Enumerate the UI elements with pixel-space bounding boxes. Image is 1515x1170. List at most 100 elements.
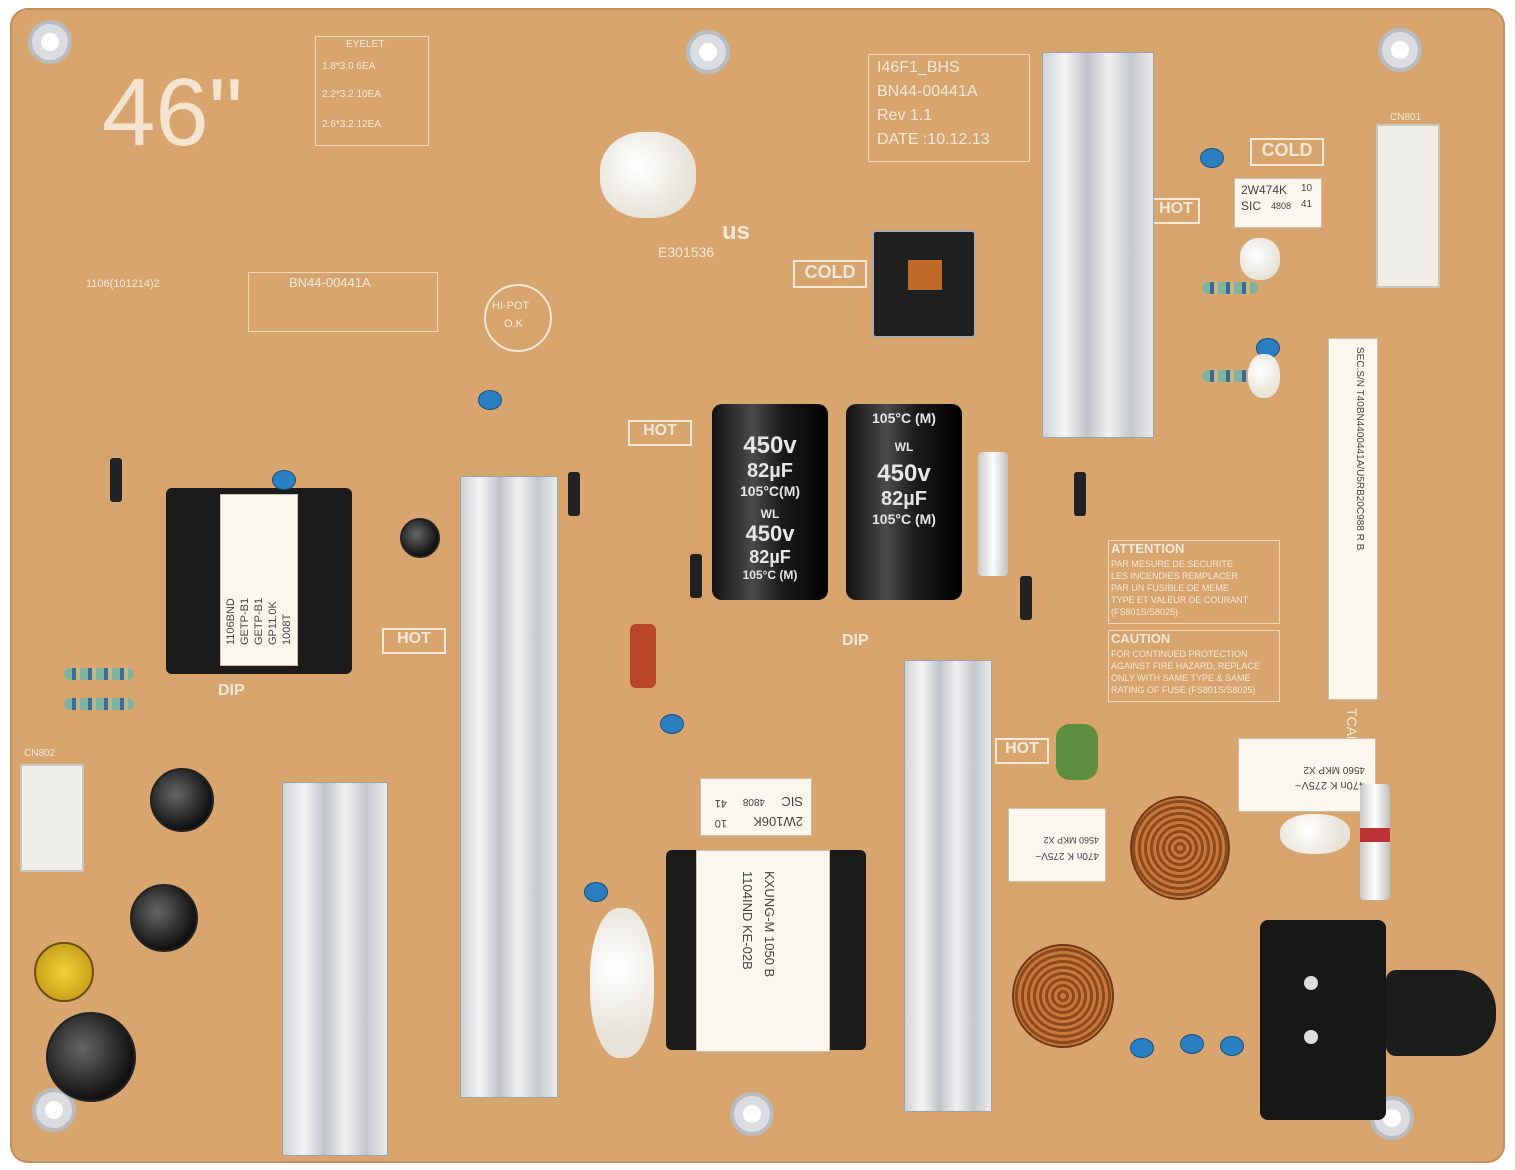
diode [568,472,580,516]
common-mode-choke-2 [1012,944,1114,1048]
model-line: DATE :10.12.13 [877,131,990,148]
transformer-left-text: 1008T [281,613,293,645]
cap2-line: WL [894,440,914,454]
ceramic-capacitor [272,470,296,490]
mounting-hole-top-right [1378,28,1422,72]
ac-pin [1304,976,1318,990]
bulk-capacitor-2: 105°C (M) WL 450v 82µF 105°C (M) [846,404,962,600]
xcap-top-line: 2W474K [1241,183,1288,197]
caution-title: CAUTION [1111,631,1171,646]
heatsink-center-left [460,476,558,1098]
ceramic-capacitor [1200,148,1224,168]
dip-label-left: DIP [218,682,245,699]
xcap-right-1: 470n K 275V~ 4560 MKP X2 [1008,808,1106,882]
caution-line: ONLY WITH SAME TYPE & SAME [1111,673,1251,683]
fuse-band [1360,828,1390,842]
caution-line: RATING OF FUSE (FS801S/S8025) [1111,685,1256,695]
cap1-line: 82µF [749,547,791,567]
eyelet-title: EYELET [346,39,385,50]
serial-text: SEC.S/N T40BN4400441A/U5RB20C988 R B [1354,347,1365,551]
hot-label-left: HOT [382,628,446,654]
model-line: BN44-00441A [877,83,978,100]
attention-line: (FS801S/S8025) [1111,607,1179,617]
film-capacitor [630,624,656,688]
heatsink-center-right [904,660,992,1112]
model-line: I46F1_BHS [877,59,960,76]
caution-line: FOR CONTINUED PROTECTION [1111,649,1248,659]
glue-blob [600,132,696,218]
dip-label-mid: DIP [842,632,869,649]
glue-blob [1248,354,1280,398]
cap1-line: 450v [745,521,795,546]
model-small: BN44-00441A [289,275,371,290]
hipot-circle: HI-POT O.K [484,284,552,352]
cap1-line: 82µF [747,460,793,482]
ceramic-capacitor [584,882,608,902]
ceramic-capacitor [1220,1036,1244,1056]
ac-pin [1304,1030,1318,1044]
eyelet-row: 2.2*3.2 10EA [322,89,381,100]
transformer-center: 1104IND KE-02B KXUNG-M 1050 B [666,850,866,1052]
cold-label-mid: COLD [793,260,867,288]
mounting-hole-top-mid [686,30,730,74]
diode [110,458,122,502]
common-mode-choke-1 [1130,796,1230,900]
attention-title: ATTENTION [1111,541,1185,556]
mounting-hole-bottom-mid [730,1092,774,1136]
yellow-capacitor [34,942,94,1002]
cap1-line: WL [760,507,780,521]
diode [1020,576,1032,620]
hipot-line: HI-POT [492,300,530,312]
attention-line: PAR UN FUSIBLE DE MEME [1111,583,1229,593]
model-block: I46F1_BHS BN44-00441A Rev 1.1 DATE :10.1… [868,54,1030,162]
electrolytic-capacitor [46,1012,136,1102]
xcap-mid-line: 10 [714,817,727,829]
cap1-line: 105°C (M) [742,568,798,582]
ul-file: E301536 [658,244,715,260]
transformer-left-text: GETP-B1 [253,597,265,645]
resistor [1202,370,1258,382]
electrolytic-capacitor [150,768,214,832]
connector-cn802 [20,764,84,872]
xcap-mid-line: 41 [714,797,727,809]
eyelet-row: 2.6*3.2 12EA [322,119,381,130]
electrolytic-capacitor [130,884,198,952]
resistor [64,668,134,680]
cap2-line: 105°C (M) [872,511,936,527]
code-small: 1106(101214)2 [86,278,160,290]
xcap-mid-line: SIC [781,794,803,809]
hot-label-right: HOT [995,738,1049,764]
ceramic-capacitor [1180,1034,1204,1054]
bulk-capacitor-1: 450v 82µF 105°C(M) WL 450v 82µF 105°C (M… [712,404,828,600]
cap2-line: 82µF [881,488,927,510]
resistor [1202,282,1258,294]
hipot-line: O.K [504,318,523,330]
transformer-center-tag: 1104IND KE-02B KXUNG-M 1050 B [696,850,830,1052]
xcap-mid: 2W106K SIC 10 4808 41 [700,778,812,836]
serial-sticker: SEC.S/N T40BN4400441A/U5RB20C988 R B [1328,338,1378,700]
xcap-right1-line: 4560 MKP X2 [1043,835,1099,845]
transformer-center-text: 1104IND KE-02B [740,871,755,970]
xcap-top-line: SIC [1241,199,1262,213]
model-line: Rev 1.1 [877,107,933,124]
transformer-center-text: KXUNG-M 1050 B [762,871,777,978]
size-label: 46" [102,59,243,166]
eyelet-row: 1.8*3.0 6EA [322,61,376,72]
connector-label: CN801 [1390,112,1422,123]
model-table: BN44-00441A [248,272,438,332]
cap1-line: 105°C(M) [739,483,801,499]
xcap-top-line: 4808 [1271,201,1292,211]
relay-window [908,260,942,290]
xcap-right2-line: 470n K 275V~ [1294,779,1365,791]
cap2-line: 450v [877,460,931,487]
hot-label-top: HOT [1152,198,1200,224]
attention-line: TYPE ET VALEUR DE COURANT [1111,595,1249,605]
electrolytic-capacitor [400,518,440,558]
connector-label: CN802 [24,748,56,759]
relay [872,230,976,338]
ceramic-capacitor [660,714,684,734]
xcap-right2-line: 4560 MKP X2 [1303,764,1365,775]
transformer-left-text: GETP-B1 [239,597,251,645]
ac-inlet [1260,920,1386,1120]
film-capacitor [1056,724,1098,780]
